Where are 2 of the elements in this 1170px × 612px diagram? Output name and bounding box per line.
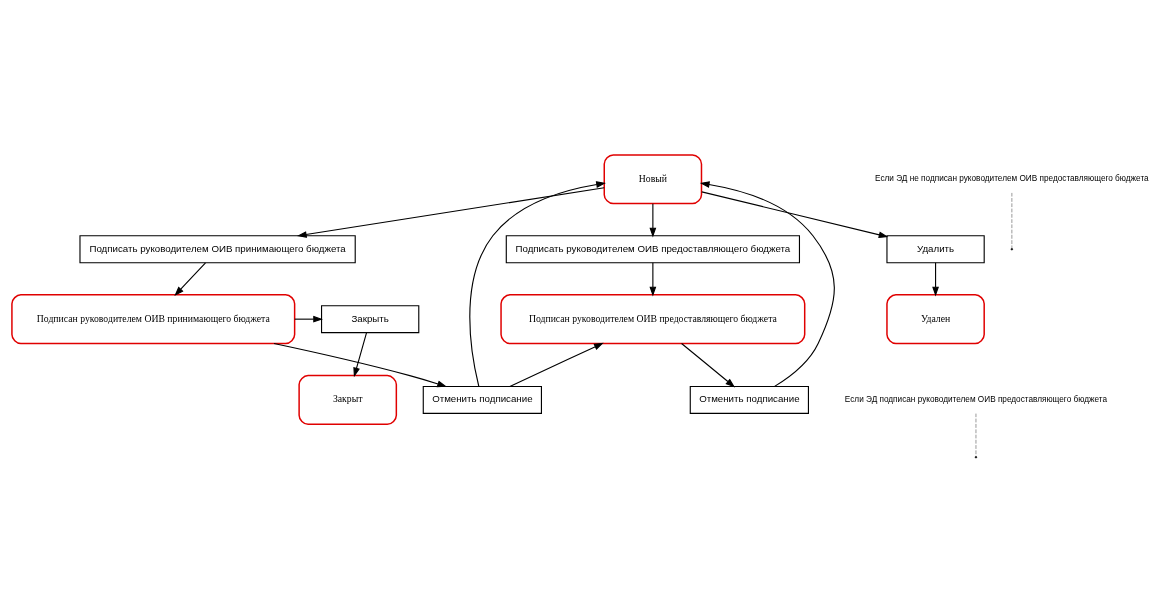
node-text: Если ЭД не подписан руководителем ОИВ предоставляющего бюджета xyxy=(875,173,1149,183)
node-text: Если ЭД подписан руководителем ОИВ предоставляющего бюджета xyxy=(844,394,1108,404)
